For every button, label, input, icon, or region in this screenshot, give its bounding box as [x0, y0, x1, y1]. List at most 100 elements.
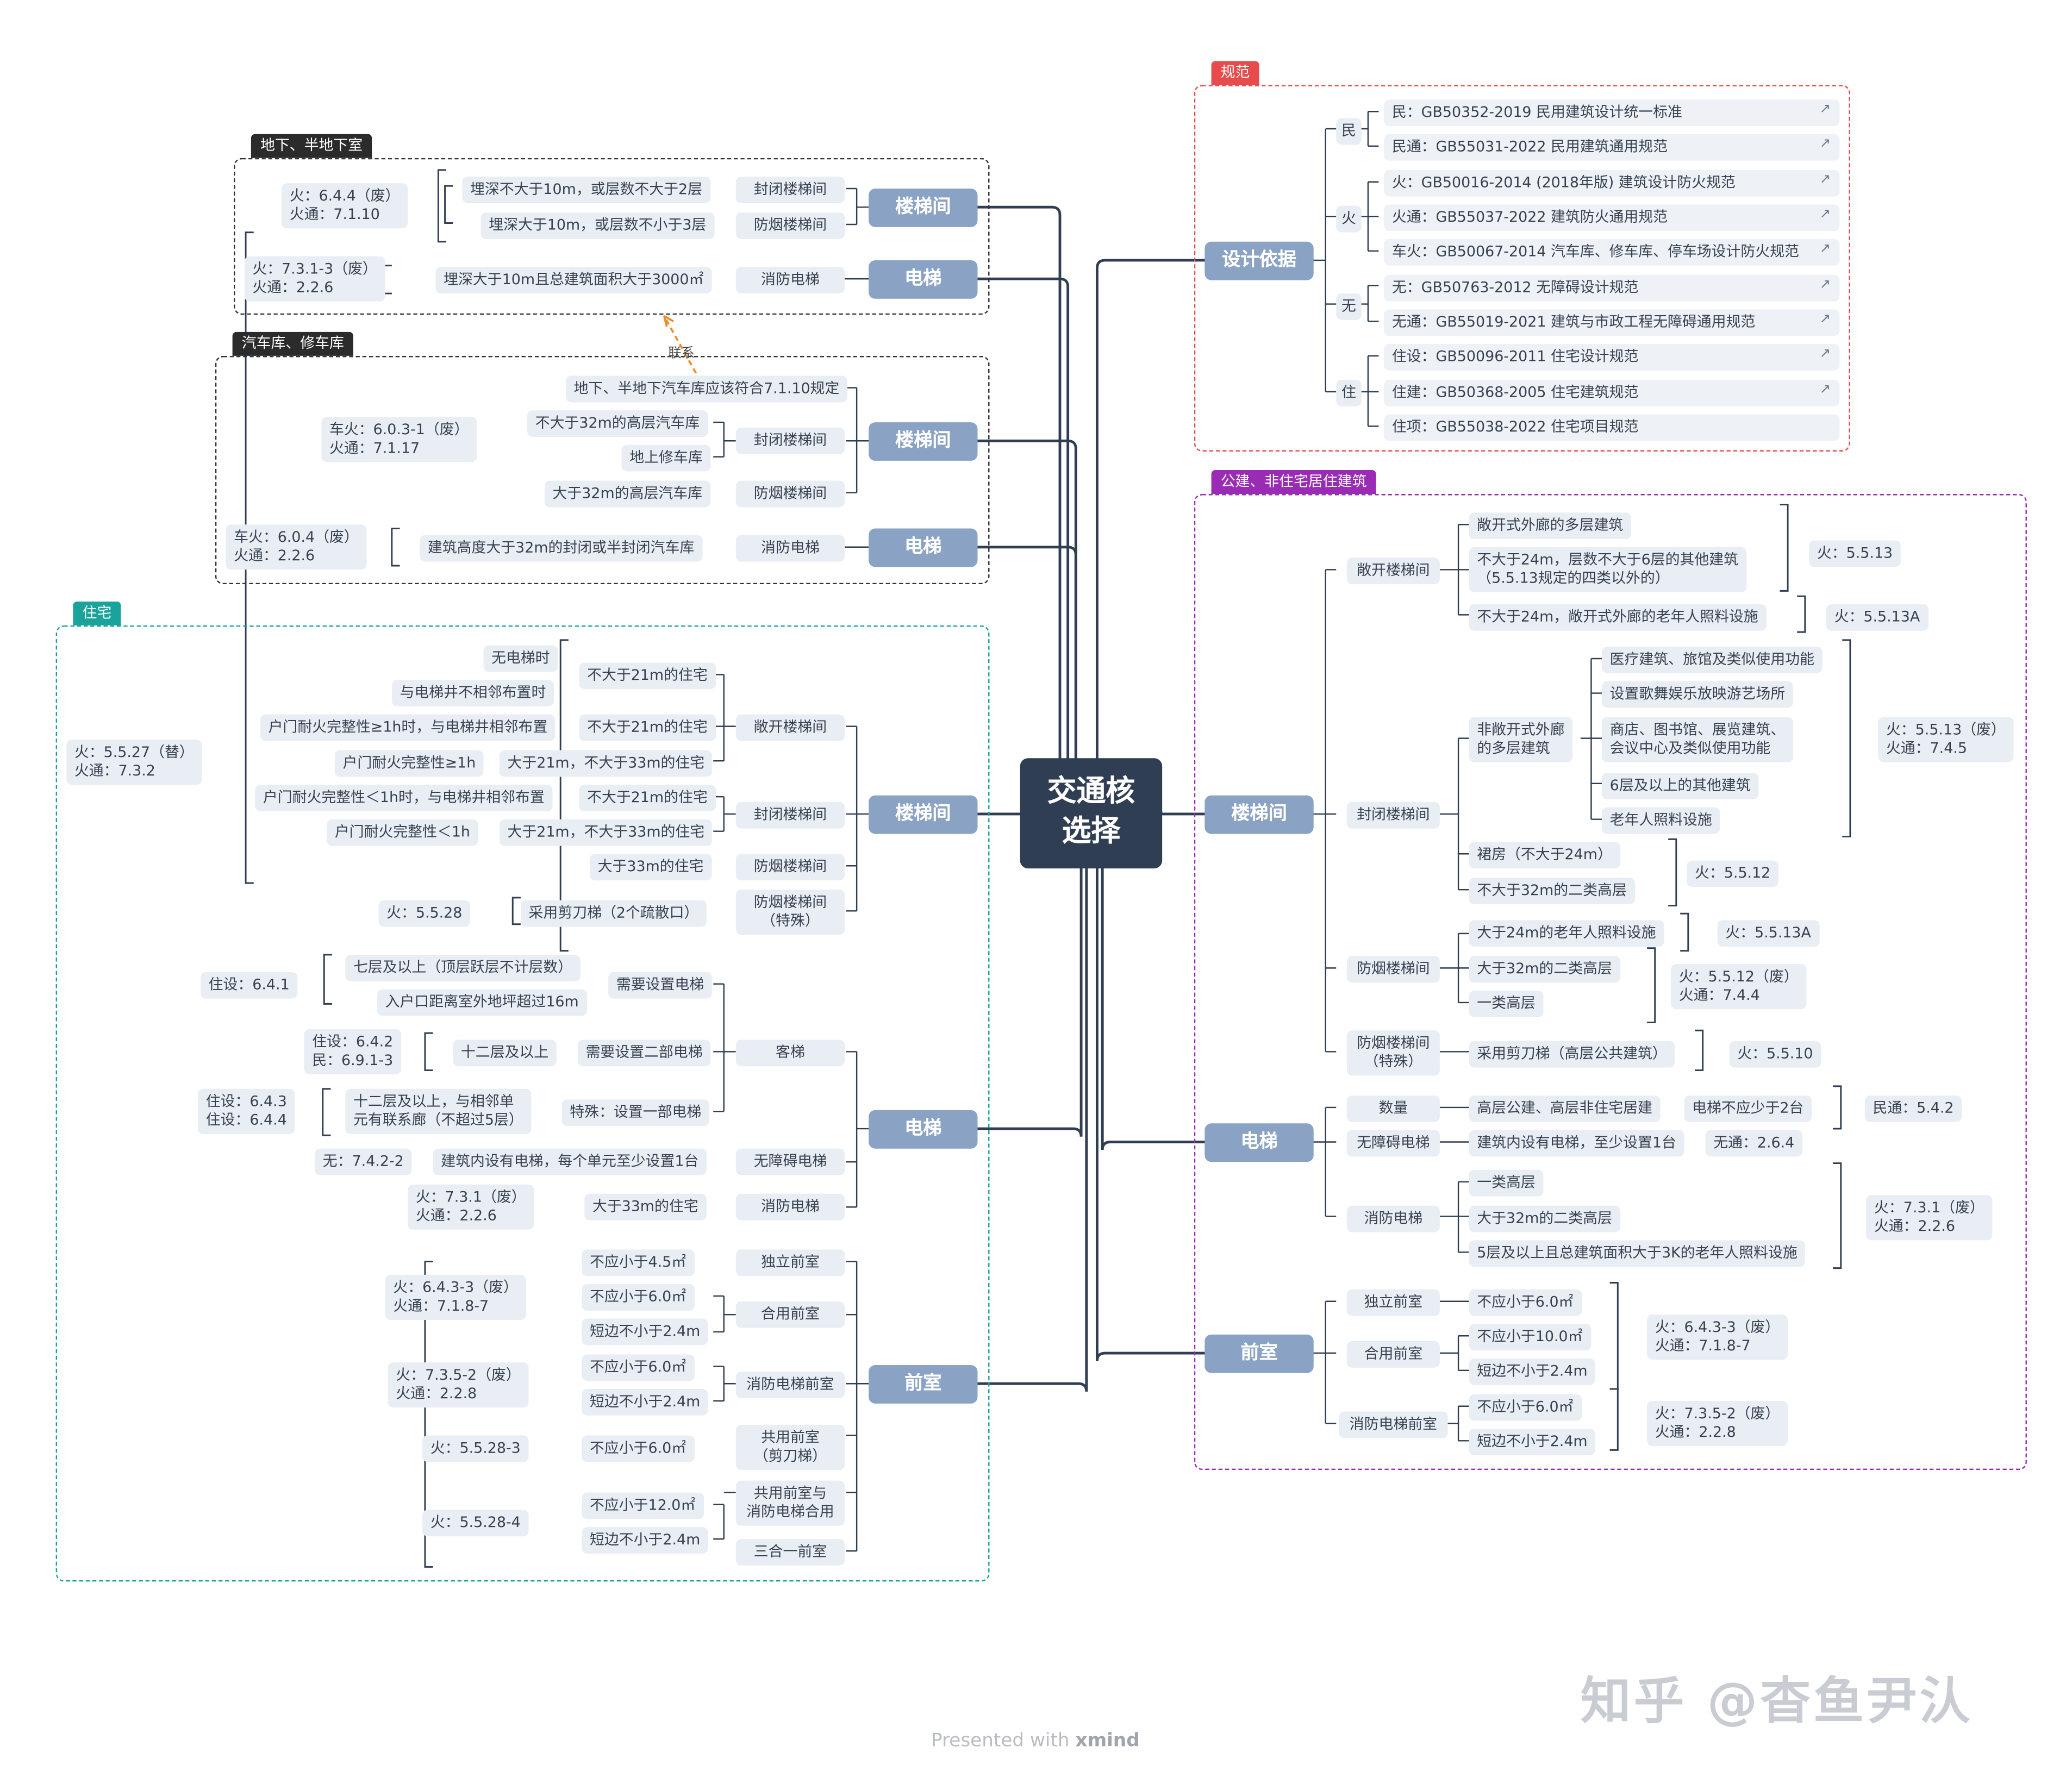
condition-node[interactable]: 不大于32m的二类高层	[1469, 878, 1635, 905]
type-node[interactable]: 消防电梯	[735, 1193, 845, 1221]
main-underground-stairs[interactable]: 楼梯间	[869, 188, 978, 227]
requirement-node[interactable]: 不应小于6.0㎡	[582, 1354, 694, 1381]
condition-node[interactable]: 医疗建筑、旅馆及类似使用功能	[1601, 647, 1823, 673]
condition-node[interactable]: 高层公建、高层非住宅居建	[1469, 1095, 1661, 1122]
condition-node[interactable]: 建筑内设有电梯，至少设置1台	[1469, 1130, 1684, 1157]
standard-link[interactable]: 民：GB50352-2019 民用建筑设计统一标准	[1384, 99, 1840, 127]
external-link-icon[interactable]: ↗	[1819, 241, 1831, 256]
standard-link[interactable]: 火：GB50016-2014 (2018年版) 建筑设计防火规范	[1384, 170, 1840, 197]
condition-node[interactable]: 入户口距离室外地坪超过16m	[377, 989, 587, 1016]
type-node[interactable]: 防烟楼梯间	[735, 480, 845, 508]
main-residential-lobby[interactable]: 前室	[869, 1365, 978, 1404]
condition-node[interactable]: 大于32m的二类高层	[1469, 956, 1620, 983]
requirement-node[interactable]: 不应小于6.0㎡	[1469, 1394, 1582, 1421]
standard-link[interactable]: 火通：GB55037-2022 建筑防火通用规范	[1384, 204, 1840, 231]
condition-node[interactable]: 电梯不应少于2台	[1684, 1095, 1812, 1122]
standard-link[interactable]: 车火：GB50067-2014 汽车库、修车库、停车场设计防火规范	[1384, 239, 1840, 266]
type-node[interactable]: 封闭楼梯间	[1346, 802, 1440, 829]
type-node[interactable]: 数量	[1346, 1095, 1440, 1122]
condition-node[interactable]: 不大于24m，层数不大于6层的其他建筑 （5.5.13规定的四类以外的）	[1469, 547, 1746, 592]
main-public-stairs[interactable]: 楼梯间	[1204, 795, 1314, 834]
type-node[interactable]: 封闭楼梯间	[735, 176, 845, 203]
type-node[interactable]: 消防电梯	[1346, 1205, 1440, 1232]
condition-node[interactable]: 一类高层	[1469, 1169, 1544, 1197]
standard-link[interactable]: 住设：GB50096-2011 住宅设计规范	[1384, 343, 1840, 371]
external-link-icon[interactable]: ↗	[1819, 136, 1831, 152]
requirement-node[interactable]: 短边不小于2.4m	[582, 1389, 708, 1416]
condition-node[interactable]: 户门耐火完整性≥1h时，与电梯井相邻布置	[260, 714, 556, 741]
condition-node[interactable]: 埋深大于10m且总建筑面积大于3000㎡	[435, 267, 712, 294]
requirement-node[interactable]: 不应小于12.0㎡	[582, 1492, 703, 1519]
standard-link[interactable]: 住建：GB50368-2005 住宅建筑规范	[1384, 379, 1840, 406]
type-node[interactable]: 防烟楼梯间 （特殊）	[1346, 1030, 1440, 1076]
main-residential-elevator[interactable]: 电梯	[869, 1110, 978, 1149]
condition-node[interactable]: 无电梯时	[483, 645, 558, 672]
condition-node[interactable]: 建筑高度大于32m的封闭或半封闭汽车库	[420, 535, 702, 562]
condition-node[interactable]: 采用剪刀梯（高层公共建筑）	[1469, 1041, 1675, 1068]
condition-node[interactable]: 6层及以上的其他建筑	[1601, 773, 1759, 800]
condition-node[interactable]: 5层及以上且总建筑面积大于3K的老年人照料设施	[1469, 1240, 1806, 1267]
condition-node[interactable]: 户门耐火完整性≥1h	[334, 750, 484, 777]
type-node[interactable]: 防烟楼梯间	[735, 854, 845, 881]
requirement-node[interactable]: 不应小于6.0㎡	[582, 1284, 694, 1311]
category-huo[interactable]: 火	[1336, 205, 1362, 233]
condition-node[interactable]: 地下、半地下汽车库应该符合7.1.10规定	[565, 375, 848, 403]
height-node[interactable]: 不大于21m的住宅	[579, 785, 716, 812]
type-node[interactable]: 无障碍电梯	[1346, 1130, 1440, 1157]
external-link-icon[interactable]: ↗	[1819, 346, 1831, 361]
main-garage-elevator[interactable]: 电梯	[869, 528, 978, 567]
condition-node[interactable]: 需要设置二部电梯	[577, 1040, 711, 1067]
type-node[interactable]: 无障碍电梯	[735, 1148, 845, 1175]
type-node[interactable]: 防烟楼梯间 （特殊）	[735, 890, 845, 935]
category-wu[interactable]: 无	[1336, 293, 1362, 320]
requirement-node[interactable]: 短边不小于2.4m	[1469, 1358, 1596, 1385]
condition-node[interactable]: 需要设置电梯	[608, 972, 712, 999]
condition-node[interactable]: 埋深大于10m，或层数不小于3层	[480, 212, 714, 239]
condition-node[interactable]: 大于32m的二类高层	[1469, 1205, 1620, 1232]
requirement-node[interactable]: 不应小于6.0㎡	[582, 1435, 694, 1462]
external-link-icon[interactable]: ↗	[1819, 172, 1831, 187]
condition-node[interactable]: 特殊：设置一部电梯	[561, 1099, 709, 1126]
condition-node[interactable]: 户门耐火完整性＜1h	[327, 819, 478, 846]
type-node[interactable]: 消防电梯	[735, 535, 845, 562]
external-link-icon[interactable]: ↗	[1819, 102, 1831, 117]
type-node[interactable]: 封闭楼梯间	[735, 427, 845, 454]
type-node[interactable]: 合用前室	[735, 1301, 845, 1328]
external-link-icon[interactable]: ↗	[1819, 312, 1831, 327]
height-node[interactable]: 大于21m，不大于33m的住宅	[499, 819, 713, 846]
condition-node[interactable]: 不大于32m的高层汽车库	[527, 410, 708, 437]
main-public-lobby[interactable]: 前室	[1204, 1334, 1314, 1373]
external-link-icon[interactable]: ↗	[1819, 382, 1831, 397]
condition-node[interactable]: 非敞开式外廊 的多层建筑	[1469, 717, 1573, 762]
type-node[interactable]: 防烟楼梯间	[735, 212, 845, 239]
type-node[interactable]: 共用前室与 消防电梯合用	[735, 1480, 845, 1526]
height-node[interactable]: 不大于21m的住宅	[579, 662, 716, 690]
requirement-node[interactable]: 短边不小于2.4m	[582, 1318, 708, 1345]
type-node[interactable]: 共用前室 （剪刀梯）	[735, 1424, 845, 1470]
type-node[interactable]: 敞开楼梯间	[1346, 558, 1440, 585]
height-node[interactable]: 不大于21m的住宅	[579, 714, 716, 741]
condition-node[interactable]: 与电梯井不相邻布置时	[391, 680, 554, 706]
condition-node[interactable]: 户门耐火完整性＜1h时，与电梯井相邻布置	[255, 785, 553, 812]
condition-node[interactable]: 老年人照料设施	[1601, 807, 1720, 834]
condition-node[interactable]: 大于32m的高层汽车库	[544, 480, 710, 508]
condition-node[interactable]: 商店、图书馆、展览建筑、 会议中心及类似使用功能	[1601, 717, 1793, 762]
condition-node[interactable]: 采用剪刀梯（2个疏散口）	[520, 900, 707, 927]
type-node[interactable]: 合用前室	[1346, 1341, 1440, 1368]
main-residential-stairs[interactable]: 楼梯间	[869, 795, 978, 834]
type-node[interactable]: 消防电梯前室	[735, 1372, 845, 1399]
standard-link[interactable]: 民通：GB55031-2022 民用建筑通用规范	[1384, 134, 1840, 161]
type-node[interactable]: 封闭楼梯间	[735, 802, 845, 829]
condition-node[interactable]: 十二层及以上	[453, 1040, 557, 1067]
requirement-node[interactable]: 短边不小于2.4m	[582, 1527, 708, 1554]
type-node[interactable]: 消防电梯	[735, 267, 845, 294]
requirement-node[interactable]: 不应小于10.0㎡	[1469, 1324, 1591, 1351]
category-zhu[interactable]: 住	[1336, 379, 1362, 406]
central-topic[interactable]: 交通核 选择	[1020, 758, 1163, 869]
condition-node[interactable]: 设置歌舞娱乐放映游艺场所	[1601, 681, 1793, 708]
condition-node[interactable]: 一类高层	[1469, 990, 1544, 1017]
condition-node[interactable]: 埋深不大于10m，或层数不大于2层	[462, 176, 710, 203]
type-node[interactable]: 客梯	[735, 1040, 845, 1067]
condition-node[interactable]: 不大于24m，敞开式外廊的老年人照料设施	[1469, 604, 1767, 631]
requirement-node[interactable]: 不应小于4.5㎡	[582, 1249, 694, 1276]
